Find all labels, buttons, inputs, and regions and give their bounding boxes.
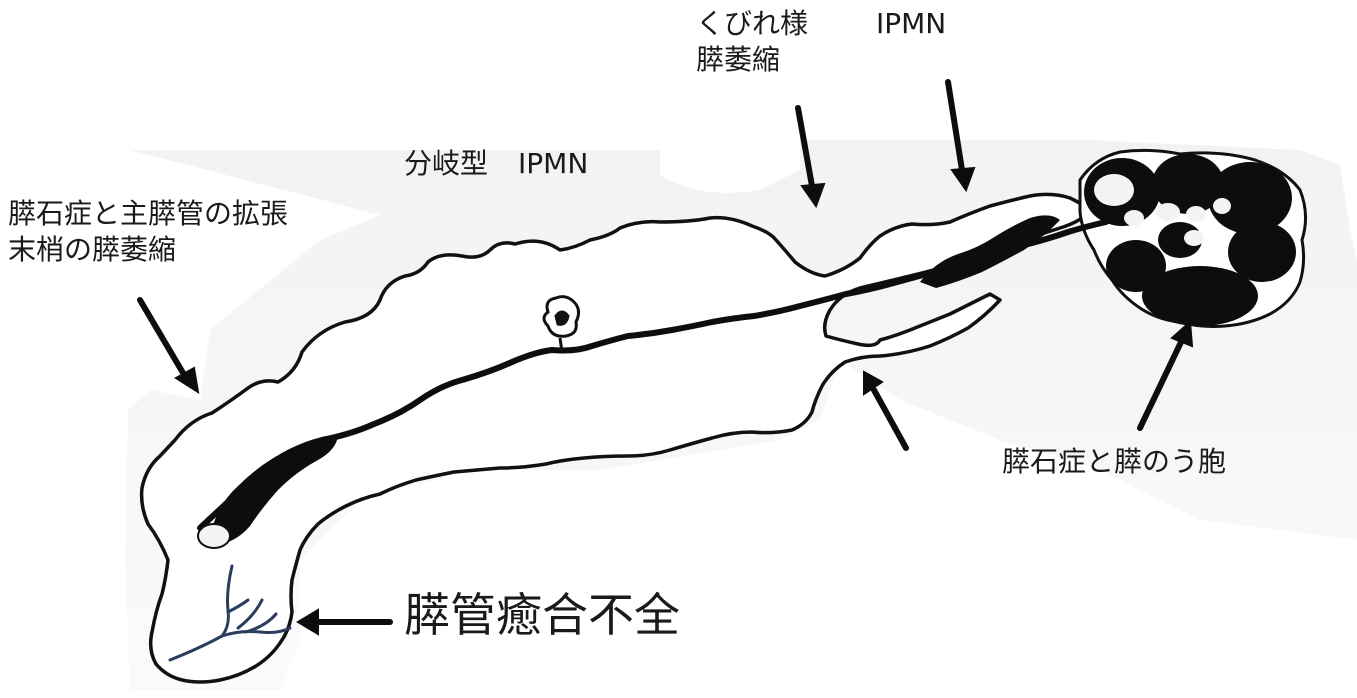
label-main-ipmn: IPMN xyxy=(876,6,946,42)
arrow-ipmn xyxy=(945,79,965,173)
annotation-arrows xyxy=(137,79,1194,636)
label-branch-ipmn: 分岐型 IPMN xyxy=(404,146,588,182)
label-branch-ipmn-type: 分岐型 xyxy=(404,147,489,180)
label-constriction: くびれ様 膵萎縮 xyxy=(696,6,808,79)
label-fusion-failure-text: 膵管癒合不全 xyxy=(404,588,680,642)
arrow-constriction xyxy=(795,105,815,189)
label-stone-cyst: 膵石症と膵のう胞 xyxy=(1002,444,1226,480)
arrow-stone-cyst xyxy=(1137,337,1185,431)
label-constriction-line2: 膵萎縮 xyxy=(696,43,781,77)
label-main-ipmn-text: IPMN xyxy=(876,7,947,40)
label-stone-cyst-text: 膵石症と膵のう胞 xyxy=(1002,445,1227,478)
pancreatic-stones xyxy=(1094,174,1231,246)
arrow-stone-dilation xyxy=(137,297,189,381)
arrow-lower-constriction xyxy=(871,387,909,451)
label-stone-dilation: 膵石症と主膵管の拡張 末梢の膵萎縮 xyxy=(8,196,288,269)
label-stone-dilation-line2: 末梢の膵萎縮 xyxy=(8,233,177,267)
tail-stone xyxy=(197,523,231,549)
label-branch-ipmn-name: IPMN xyxy=(518,147,589,180)
ipmn-duct-segment xyxy=(920,215,1060,288)
ventral-duct xyxy=(168,564,292,662)
pancreas-outline xyxy=(139,192,1094,684)
dilated-duct-tail xyxy=(210,436,338,544)
branch-ipmn-blob xyxy=(542,295,581,353)
label-stone-dilation-line1: 膵石症と主膵管の拡張 xyxy=(8,197,289,230)
label-fusion-failure: 膵管癒合不全 xyxy=(404,586,680,646)
label-constriction-line1: くびれ様 xyxy=(696,7,809,40)
